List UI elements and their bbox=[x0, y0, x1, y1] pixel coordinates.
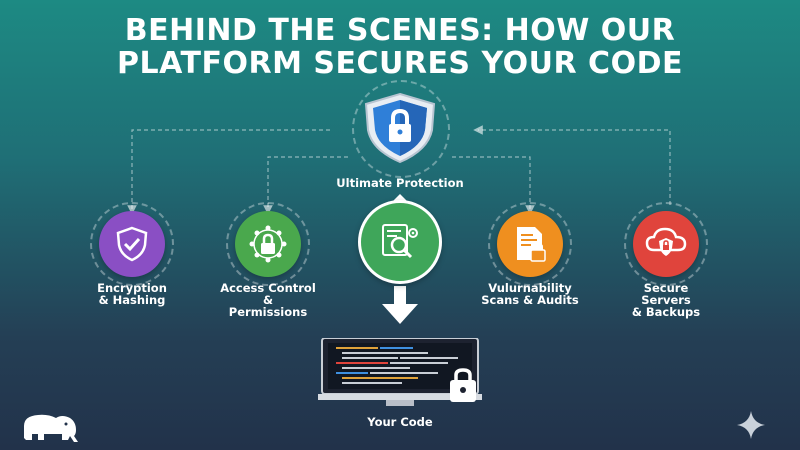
your-code-node bbox=[318, 337, 488, 415]
code-monitor-icon bbox=[318, 337, 482, 406]
title-line-1: BEHIND THE SCENES: HOW OUR bbox=[124, 13, 676, 48]
connector-access bbox=[263, 156, 348, 215]
code-inspect-icon bbox=[382, 224, 418, 259]
ultimate-protection-label: Ultimate Protection bbox=[336, 176, 464, 190]
secure-servers-circle bbox=[633, 211, 699, 277]
encryption-label: Encryption & Hashing bbox=[97, 281, 167, 307]
access-control-node bbox=[226, 202, 310, 286]
sparkle-icon bbox=[736, 410, 766, 445]
connector-servers bbox=[473, 125, 671, 205]
node-ring bbox=[90, 202, 174, 286]
shield-ring bbox=[352, 80, 450, 178]
connector-vulnerability bbox=[452, 156, 535, 215]
cloud-shield-icon bbox=[645, 227, 687, 256]
encryption-node bbox=[90, 202, 174, 286]
page-title: BEHIND THE SCENES: HOW OUR PLATFORM SECU… bbox=[0, 14, 800, 80]
access-control-circle bbox=[235, 211, 301, 277]
vulnerability-label: Vulurnability Scans & Audits bbox=[481, 281, 579, 307]
arrow-down-icon bbox=[382, 286, 418, 324]
node-ring bbox=[488, 202, 572, 286]
ultimate-protection-node bbox=[330, 80, 470, 178]
document-lock-icon bbox=[517, 227, 546, 262]
node-ring bbox=[624, 202, 708, 286]
encryption-circle bbox=[99, 211, 165, 277]
vulnerability-node bbox=[488, 202, 572, 286]
shield-check-icon bbox=[116, 226, 148, 262]
code-inspect-node bbox=[358, 200, 442, 284]
shield-lock-icon bbox=[364, 92, 436, 164]
node-ring bbox=[226, 202, 310, 286]
code-inspect-circle bbox=[358, 200, 442, 284]
secure-servers-node bbox=[624, 202, 708, 286]
vulnerability-circle bbox=[497, 211, 563, 277]
access-control-label: Access Control & Permissions bbox=[220, 281, 316, 319]
your-code-label: Your Code bbox=[367, 415, 433, 429]
network-lock-icon bbox=[249, 225, 287, 263]
connector-encryption bbox=[127, 129, 330, 215]
elephant-logo-icon bbox=[18, 410, 84, 449]
title-line-2: PLATFORM SECURES YOUR CODE bbox=[117, 46, 683, 81]
secure-servers-label: Secure Servers & Backups bbox=[631, 281, 701, 319]
